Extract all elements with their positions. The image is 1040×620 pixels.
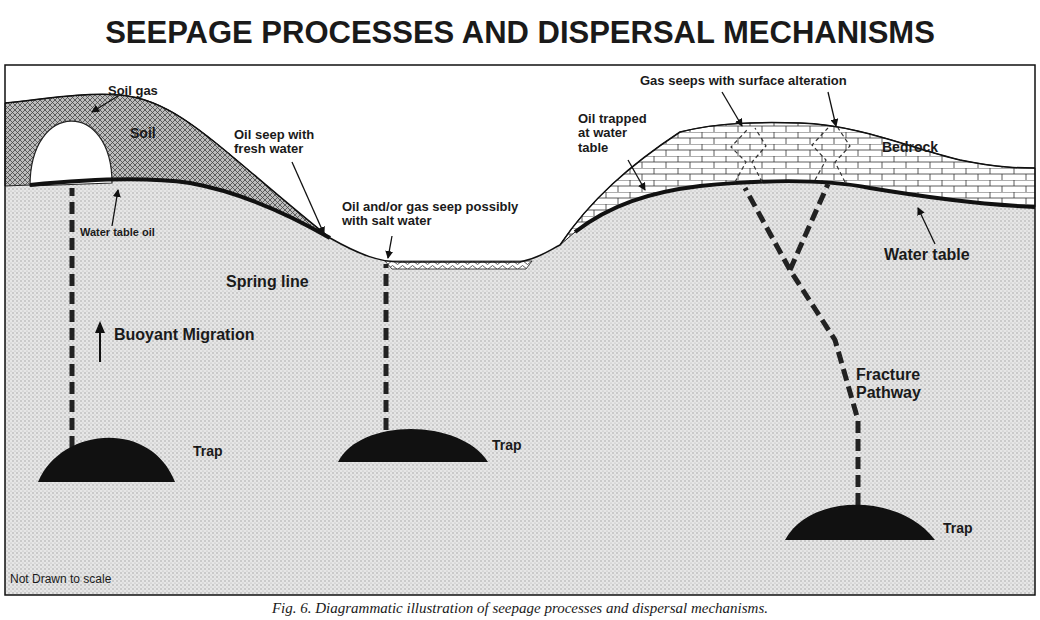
layer-label: Water table	[884, 246, 1014, 264]
trap-label: Trap	[943, 521, 1003, 536]
trap-label: Trap	[193, 444, 253, 459]
seep-label: Oil seep with fresh water	[234, 128, 346, 157]
layer-label: Soil	[130, 126, 180, 141]
feature-label: Water table oil	[80, 226, 158, 238]
ground-surface	[5, 94, 1035, 262]
soil-gas-dome	[30, 121, 112, 186]
process-label: Buoyant Migration	[114, 326, 294, 344]
gas-seep-plume	[731, 128, 850, 182]
leader-lines	[92, 92, 935, 362]
feature-label: Gas seeps with surface alteration	[640, 74, 970, 88]
feature-label: Soil gas	[108, 84, 198, 98]
feature-label: Oil trapped at water table	[578, 112, 660, 155]
migration-path	[384, 264, 389, 430]
bedrock-layer	[560, 123, 1035, 245]
trap-shape	[338, 429, 488, 462]
figure-caption: Fig. 6. Diagrammatic illustration of see…	[0, 600, 1040, 617]
layer-label: Bedrock	[882, 140, 972, 155]
water-table-oil	[30, 179, 330, 238]
sky	[5, 65, 1035, 262]
scale-note: Not Drawn to scale	[10, 573, 210, 586]
trap-shape	[785, 505, 935, 540]
trap-label: Trap	[492, 438, 552, 453]
soil-layer	[5, 94, 330, 238]
diagram-title: SEEPAGE PROCESSES AND DISPERSAL MECHANIS…	[0, 16, 1040, 50]
fracture-path	[745, 184, 858, 505]
ground-fill	[5, 65, 1035, 595]
seep-label: Oil and/or gas seep possibly with salt w…	[342, 200, 520, 229]
feature-label: Spring line	[226, 273, 346, 291]
process-label: Fracture Pathway	[856, 366, 951, 401]
trap-shape	[38, 438, 175, 482]
frame	[5, 65, 1035, 595]
migration-path	[70, 188, 75, 448]
